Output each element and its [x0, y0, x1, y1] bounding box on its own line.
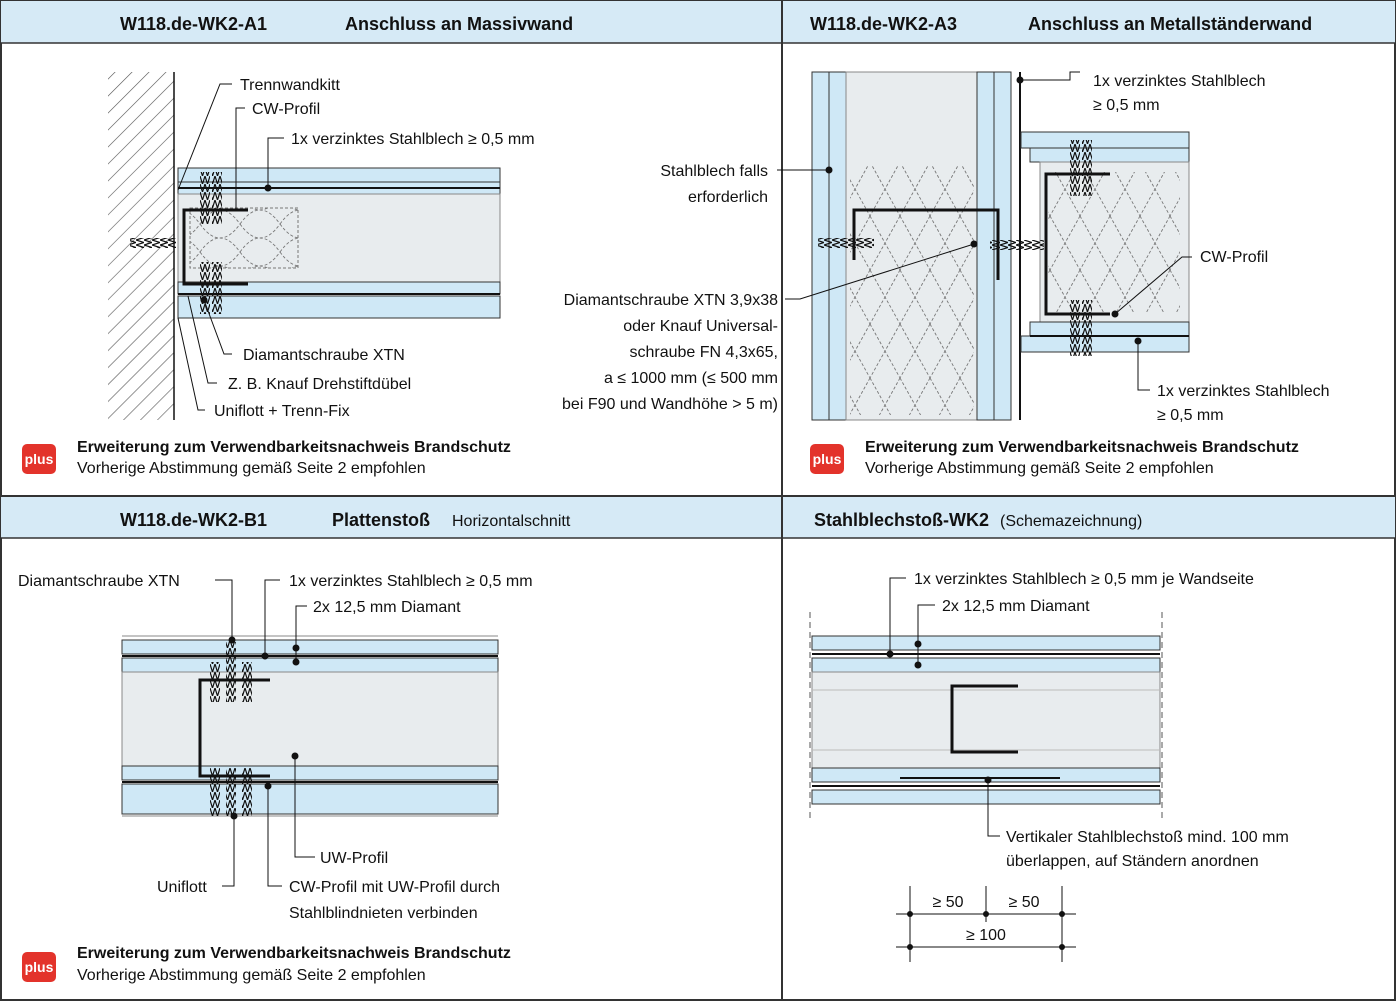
note-a1: plus Erweiterung zum Verwendbarkeitsnach…	[22, 439, 511, 477]
note-a1-title: Erweiterung zum Verwendbarkeitsnachweis …	[77, 439, 511, 456]
label-cw-profil: CW-Profil	[252, 101, 320, 118]
bottom-header-bar	[1, 496, 1395, 538]
note-b1-title: Erweiterung zum Verwendbarkeitsnachweis …	[77, 945, 511, 962]
note-a3-title: Erweiterung zum Verwendbarkeitsnachweis …	[865, 439, 1299, 456]
plus-badge-text: plus	[25, 451, 54, 467]
dim-total: ≥ 100	[966, 927, 1006, 944]
label-uw-profil: UW-Profil	[320, 850, 388, 867]
labels-stoss: 1x verzinktes Stahlblech ≥ 0,5 mm je Wan…	[914, 571, 1289, 870]
drawing-b1	[121, 635, 499, 820]
top-header-bar	[1, 1, 1395, 43]
label-diamant-stoss: 2x 12,5 mm Diamant	[942, 598, 1090, 615]
label-cw-uw-2: Stahlblindnieten verbinden	[289, 905, 478, 922]
panel-a3-title: Anschluss an Metallständerwand	[1028, 14, 1312, 34]
label-schraube-4: a ≤ 1000 mm (≤ 500 mm	[604, 370, 778, 387]
labels-a1: Trennwandkitt CW-Profil 1x verzinktes St…	[214, 77, 535, 420]
label-stahlblech-b1: 1x verzinktes Stahlblech ≥ 0,5 mm	[289, 573, 533, 590]
label-falls-2: erforderlich	[688, 189, 768, 206]
label-stahlblech-top-2: ≥ 0,5 mm	[1093, 97, 1160, 114]
panel-b1-code: W118.de-WK2-B1	[120, 510, 267, 530]
label-vertikal-1: Vertikaler Stahlblechstoß mind. 100 mm	[1006, 829, 1289, 846]
plus-badge-icon	[810, 444, 844, 474]
note-a1-text: Vorherige Abstimmung gemäß Seite 2 empfo…	[77, 460, 426, 477]
dimension-chain: ≥ 50 ≥ 50 ≥ 100	[896, 886, 1076, 962]
label-cw-uw-1: CW-Profil mit UW-Profil durch	[289, 879, 500, 896]
dim-right: ≥ 50	[1008, 894, 1039, 911]
label-cw-profil-a3: CW-Profil	[1200, 249, 1268, 266]
panel-b1-subtitle: Horizontalschnitt	[452, 513, 571, 530]
plus-badge-icon	[22, 952, 56, 982]
panel-b1-title: Plattenstoß	[332, 510, 430, 530]
leaders-a1	[177, 83, 284, 411]
plus-badge-text: plus	[25, 959, 54, 975]
label-diamant-b1: 2x 12,5 mm Diamant	[313, 599, 461, 616]
dim-left: ≥ 50	[932, 894, 963, 911]
leaders-stoss	[889, 577, 1000, 837]
label-uniflott: Uniflott	[157, 879, 207, 896]
panel-stoss-subtitle: (Schemazeichnung)	[1000, 513, 1142, 530]
label-uniflott-trennfix: Uniflott + Trenn-Fix	[214, 403, 350, 420]
drawing-stoss	[809, 612, 1163, 822]
label-trennwandkitt: Trennwandkitt	[240, 77, 340, 94]
label-duebel: Z. B. Knauf Drehstiftdübel	[228, 376, 411, 393]
label-schraube-2: oder Knauf Universal-	[623, 318, 778, 335]
labels-b1: Diamantschraube XTN 1x verzinktes Stahlb…	[18, 573, 533, 922]
label-stahlblech-bottom-2: ≥ 0,5 mm	[1157, 407, 1224, 424]
note-b1: plus Erweiterung zum Verwendbarkeitsnach…	[22, 945, 511, 984]
label-stahlblech-stoss: 1x verzinktes Stahlblech ≥ 0,5 mm je Wan…	[914, 571, 1254, 588]
panel-a1-code: W118.de-WK2-A1	[120, 14, 267, 34]
label-diamantschraube: Diamantschraube XTN	[243, 347, 405, 364]
panel-a1-title: Anschluss an Massivwand	[345, 14, 573, 34]
label-stahlblech-bottom-1: 1x verzinktes Stahlblech	[1157, 383, 1330, 400]
label-stahlblech: 1x verzinktes Stahlblech ≥ 0,5 mm	[291, 131, 535, 148]
leaders-b1	[215, 579, 315, 887]
note-a3-text: Vorherige Abstimmung gemäß Seite 2 empfo…	[865, 460, 1214, 477]
panel-stoss-title: Stahlblechstoß-WK2	[814, 510, 989, 530]
label-schraube-5: bei F90 und Wandhöhe > 5 m)	[562, 396, 778, 413]
note-a3: plus Erweiterung zum Verwendbarkeitsnach…	[810, 439, 1299, 477]
plus-badge-text: plus	[813, 451, 842, 467]
label-stahlblech-top-1: 1x verzinktes Stahlblech	[1093, 73, 1266, 90]
drawing-a1	[108, 72, 501, 420]
label-schraube-3: schraube FN 4,3x65,	[629, 344, 778, 361]
label-falls-1: Stahlblech falls	[660, 163, 768, 180]
note-b1-text: Vorherige Abstimmung gemäß Seite 2 empfo…	[77, 967, 426, 984]
drawing-a3	[811, 71, 1190, 421]
label-vertikal-2: überlappen, auf Ständern anordnen	[1006, 853, 1259, 870]
leaders-a3	[777, 71, 1192, 391]
plus-badge-icon	[22, 444, 56, 474]
labels-a3: 1x verzinktes Stahlblech ≥ 0,5 mm Stahlb…	[562, 73, 1330, 424]
label-schraube-1: Diamantschraube XTN 3,9x38	[564, 292, 778, 309]
panel-a3-code: W118.de-WK2-A3	[810, 14, 957, 34]
label-diamantschraube-b1: Diamantschraube XTN	[18, 573, 180, 590]
